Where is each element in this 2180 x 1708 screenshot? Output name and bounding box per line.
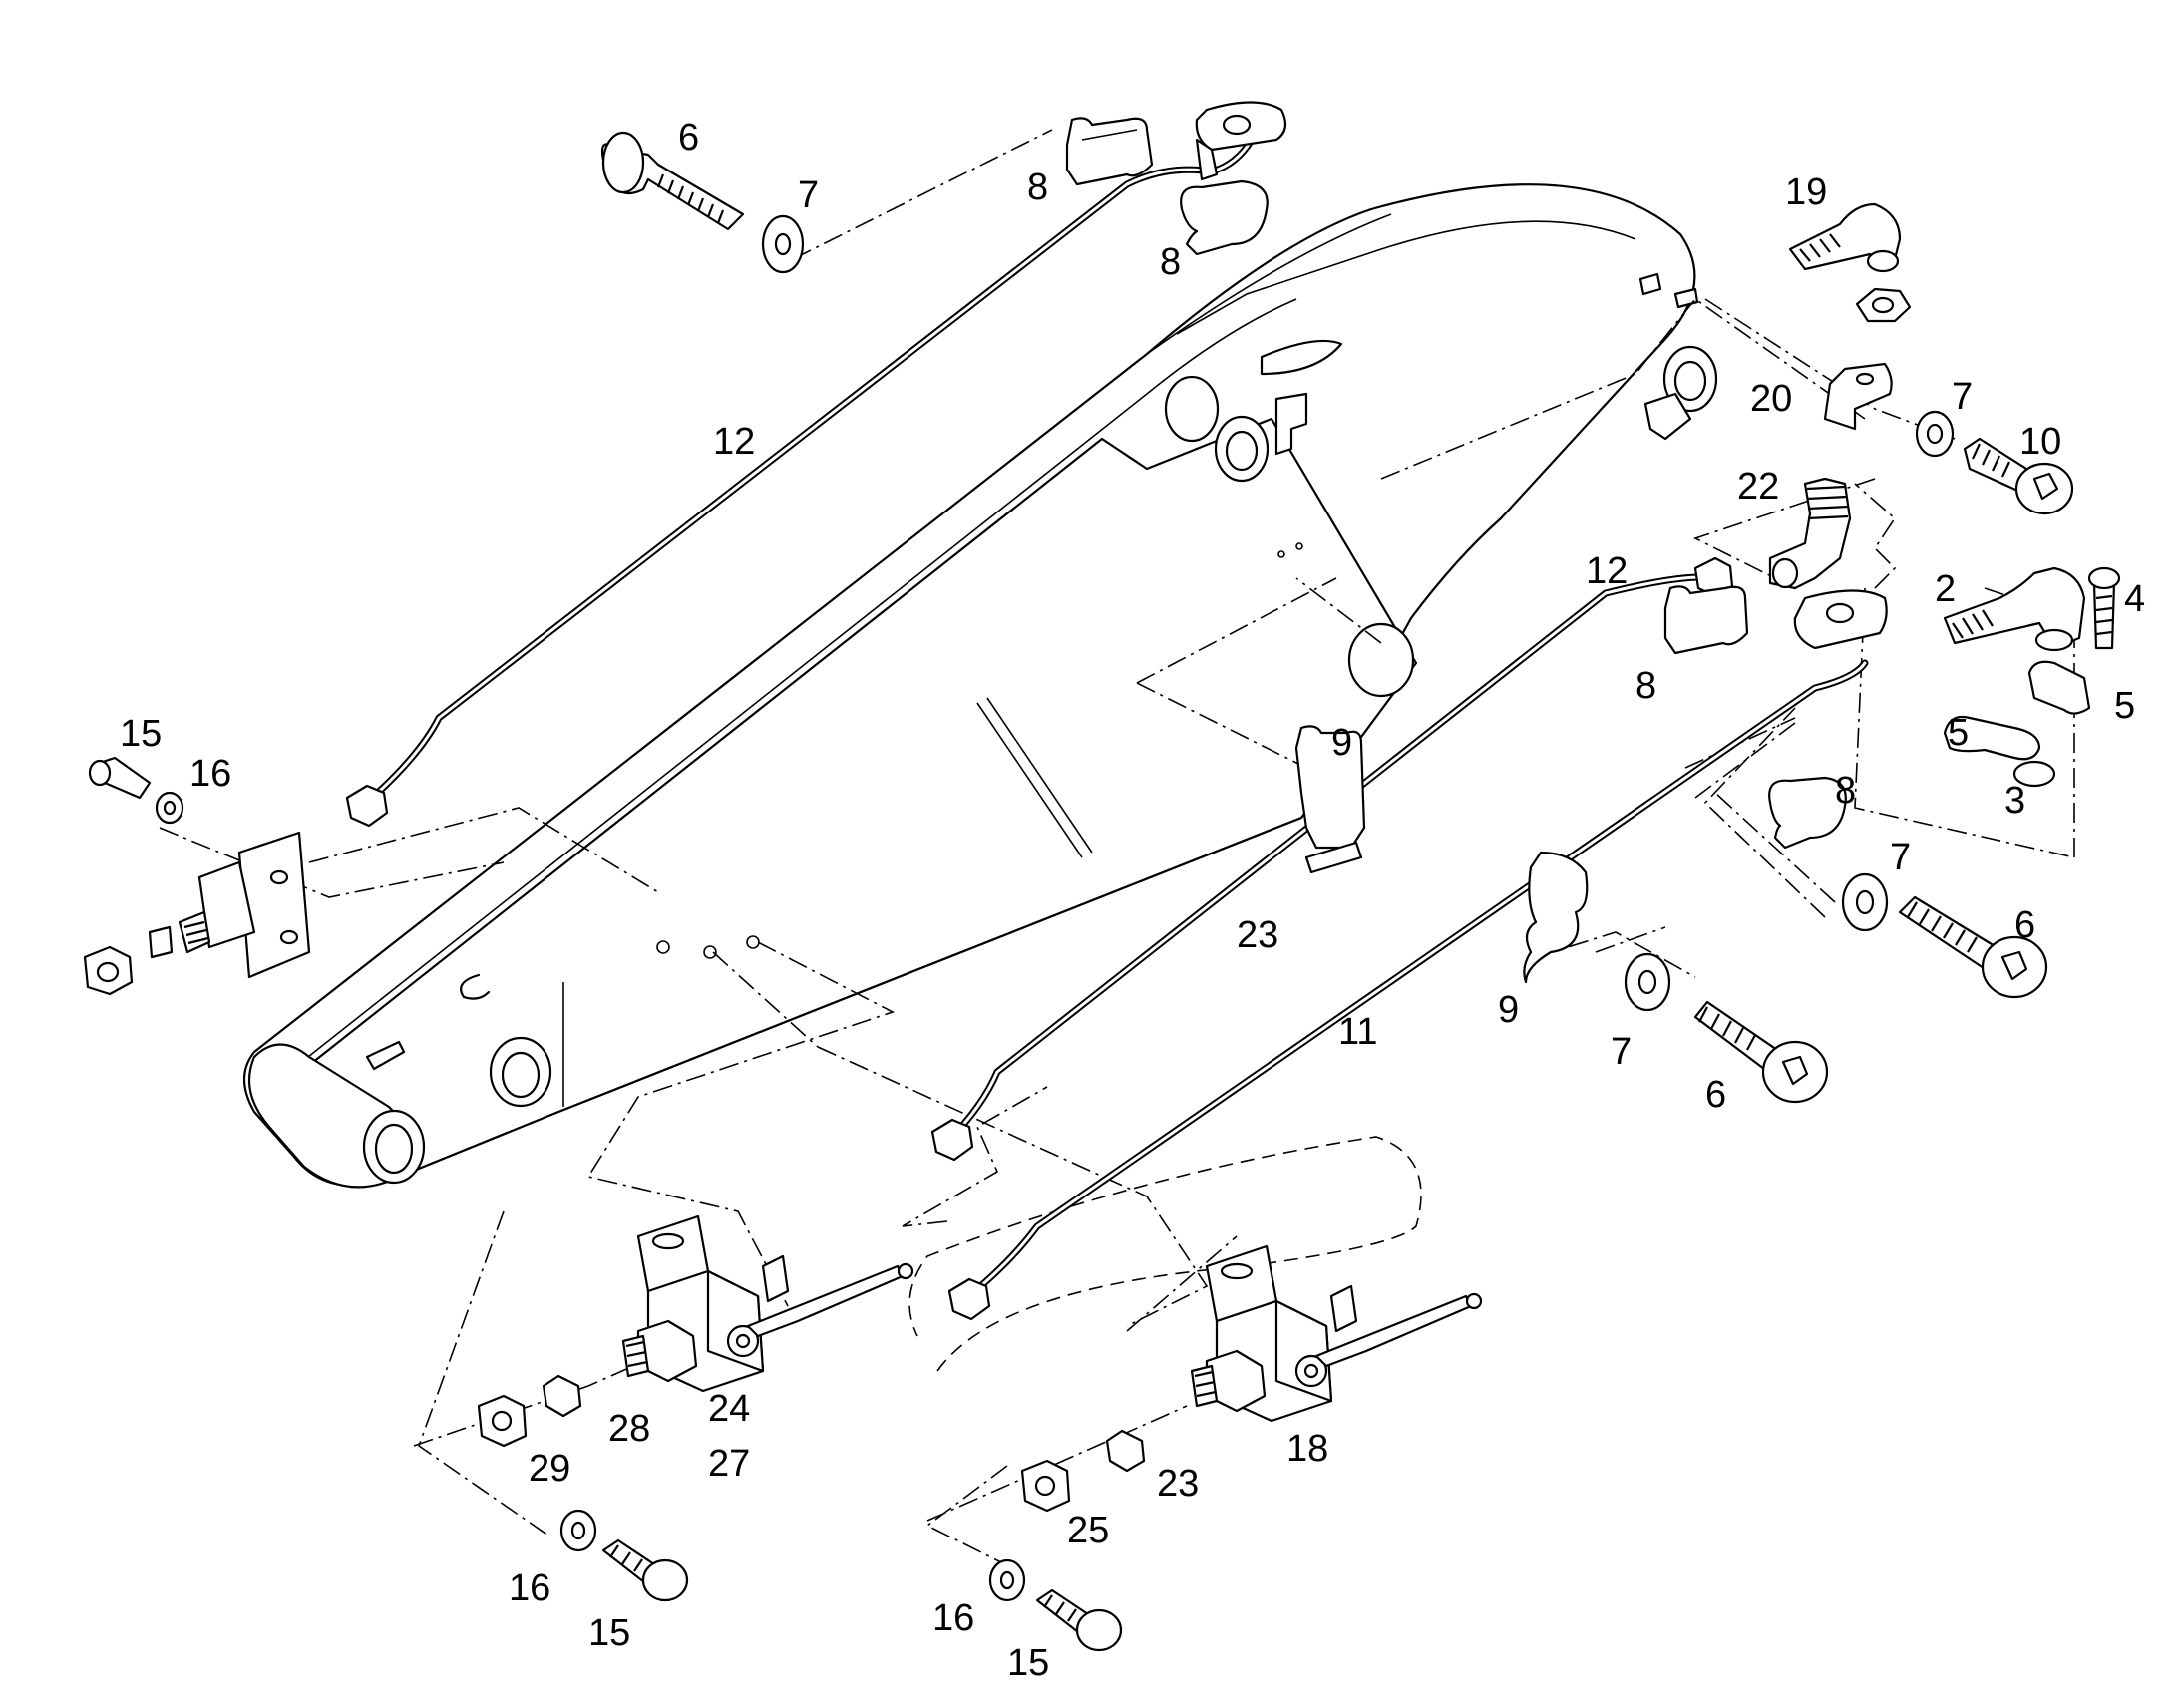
callout-label: 27 <box>708 1443 750 1485</box>
boom-hole <box>656 940 670 954</box>
callout-label: 7 <box>1611 1031 1632 1073</box>
clamp-9-lower <box>1523 851 1589 984</box>
boom-washer-plate <box>1347 622 1415 698</box>
nipple-left <box>148 925 174 959</box>
callout-label: 8 <box>1635 665 1656 707</box>
ring-3 <box>2012 760 2056 788</box>
callout-label: 12 <box>713 421 755 463</box>
callout-label: 11 <box>1338 1011 1377 1053</box>
boom-mid-pin-hole-inner <box>501 1051 541 1099</box>
callout-label: 2 <box>1935 568 1956 610</box>
callout-label: 8 <box>1835 770 1856 812</box>
callout-label: 7 <box>1890 837 1911 878</box>
callout-label: 15 <box>120 713 162 755</box>
boom-bracket-lug <box>1274 392 1308 456</box>
boom-pivot-hole <box>1164 375 1220 443</box>
boom-tip-pin-hole-inner <box>374 1123 414 1175</box>
bracket-23 <box>1823 362 1893 431</box>
leader-lines <box>159 129 2075 1566</box>
pipe-nut <box>345 556 1734 1321</box>
boom-diagonal-web <box>976 702 1083 858</box>
boom-pivot-hole-inner <box>1225 430 1259 472</box>
callout-label: 22 <box>1737 466 1779 508</box>
callout-label: 15 <box>588 1612 630 1654</box>
fittings-right <box>1768 202 2121 788</box>
callout-label: 3 <box>2004 780 2025 822</box>
boom-tab <box>365 1040 406 1071</box>
callout-label: 23 <box>1237 914 1278 956</box>
plug-28 <box>542 1374 582 1418</box>
clamp-8-mid-right <box>1768 776 1847 850</box>
elbow-2 <box>1943 566 2086 650</box>
ball-valve-18 <box>988 1244 1483 1652</box>
callout-label: 16 <box>509 1567 550 1609</box>
callout-label: 20 <box>1750 378 1792 420</box>
boom-diagonal-web <box>986 697 1093 854</box>
callout-label: 6 <box>678 117 699 159</box>
boom-arm <box>243 183 1718 1189</box>
callout-label: 24 <box>708 1388 750 1430</box>
callout-label: 7 <box>798 174 819 216</box>
clamp-8-top <box>1065 117 1154 186</box>
callout-label: 7 <box>1952 376 1973 418</box>
screw-4 <box>2092 581 2116 650</box>
callout-label: 25 <box>1067 1510 1109 1551</box>
boom-hole <box>703 945 717 959</box>
callout-label: 16 <box>189 753 231 795</box>
boom-side-plate <box>267 417 1418 1187</box>
callout-label: 8 <box>1027 167 1048 208</box>
boom-pivot-hole-inner <box>1673 360 1707 402</box>
callout-label: 9 <box>1498 989 1519 1031</box>
callout-label: 6 <box>1705 1074 1726 1116</box>
plug-19 <box>1105 1429 1146 1473</box>
callouts: 6 7 8 8 12 19 20 7 10 22 12 2 4 8 9 5 5 … <box>120 117 2145 1684</box>
hose-clamps <box>1065 101 1888 984</box>
clamp-9-mid <box>1294 725 1366 850</box>
callout-label: 4 <box>2124 578 2145 620</box>
callout-label: 8 <box>1160 241 1181 283</box>
callout-label: 16 <box>932 1597 974 1639</box>
clamp-8-lower <box>1180 179 1269 256</box>
callout-label: 5 <box>1948 712 1969 754</box>
boom-edge-line <box>1176 220 1636 335</box>
callout-label: 12 <box>1586 550 1628 592</box>
mount-plate-left <box>237 831 311 979</box>
callout-label: 28 <box>608 1408 650 1450</box>
callout-label: 29 <box>529 1448 570 1490</box>
bolts <box>600 131 2048 1104</box>
left-bracket-assembly <box>83 756 311 996</box>
boom-slot <box>1260 339 1343 376</box>
boom-hole <box>1277 550 1285 558</box>
callout-label: 23 <box>1157 1463 1199 1505</box>
clamp-8-right <box>1663 585 1749 655</box>
boom-hole <box>1295 542 1303 550</box>
boom-edge-line <box>1146 213 1392 355</box>
callout-label: 19 <box>1785 171 1827 213</box>
ball-valve-27 <box>477 1214 914 1602</box>
callout-label: 18 <box>1286 1428 1328 1470</box>
boom-bracket-lug <box>1643 392 1692 441</box>
callout-label: 10 <box>2019 421 2061 463</box>
callout-label: 9 <box>1331 722 1352 764</box>
boom-edge-line <box>288 298 1297 1073</box>
callout-label: 15 <box>1007 1642 1049 1684</box>
boom-clamp-bracket <box>1638 272 1662 296</box>
pipes <box>345 136 1869 1321</box>
callout-label: 6 <box>2014 904 2035 946</box>
callout-label: 5 <box>2114 685 2135 727</box>
clamp-5-lower <box>1943 715 2041 761</box>
boom-clip <box>460 973 491 1000</box>
clamp-5-upper <box>2027 660 2091 715</box>
